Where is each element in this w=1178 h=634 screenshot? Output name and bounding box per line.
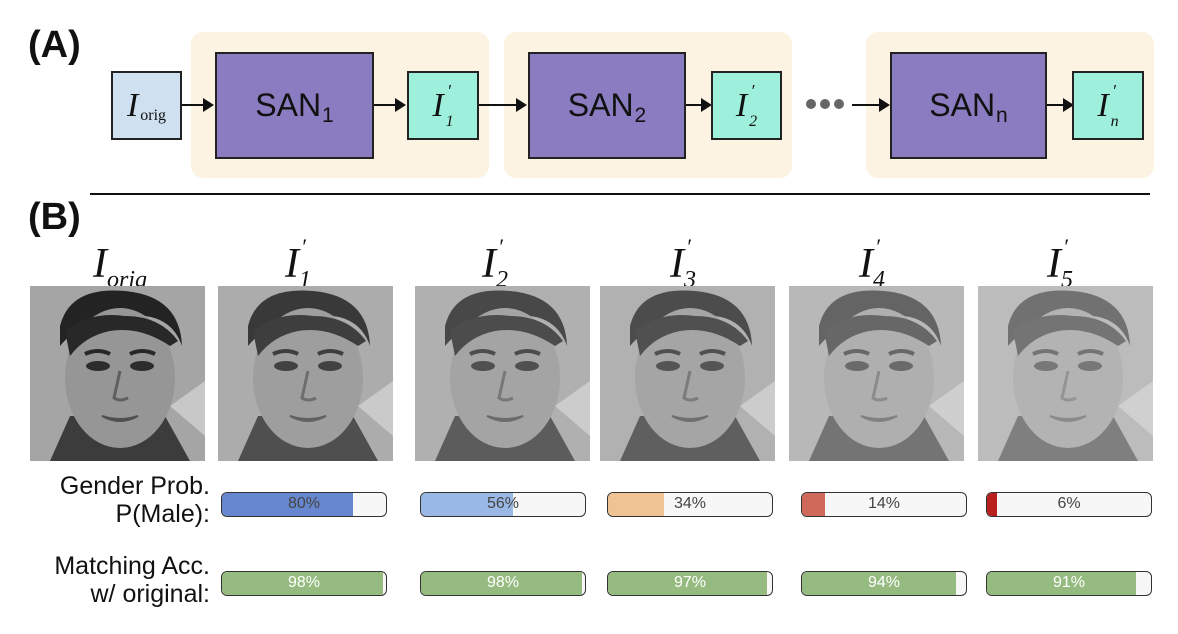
panel-b-label: (B) (28, 196, 81, 238)
matching-acc-bar-value-1: 98% (287, 574, 321, 591)
matching-acc-bar-1: 98% (221, 571, 387, 596)
col-head-3: I′3 (670, 234, 696, 293)
face-image-2 (415, 286, 590, 461)
matching-acc-bar-fill-4 (802, 572, 957, 595)
matching-acc-bar-4: 94% (801, 571, 967, 596)
input-symbol: I (126, 86, 139, 124)
matching-acc-bar-fill-1 (222, 572, 383, 595)
panel-divider (90, 193, 1150, 195)
output-2-box: I′ 2 (711, 71, 782, 140)
matching-acc-bar-fill-3 (608, 572, 768, 595)
output-n-prime: ′ (1113, 82, 1117, 100)
matching-acc-bar-value-5: 91% (1052, 574, 1086, 591)
gender-prob-bar-value-1: 80% (287, 495, 321, 512)
gender-prob-bar-fill-4 (802, 493, 825, 516)
gender-prob-bar-4: 14% (801, 492, 967, 517)
gender-prob-bar-value-2: 56% (486, 495, 520, 512)
san-2-subscript: 2 (634, 103, 647, 127)
output-2-subscript: 2 (749, 112, 758, 130)
face-image-orig (30, 286, 205, 461)
gender-prob-bar-fill-3 (608, 493, 664, 516)
output-1-subscript: 1 (445, 112, 454, 130)
col-head-4: I′4 (859, 234, 885, 293)
output-1-box: I′ 1 (407, 71, 479, 140)
arrow-san1-to-out1 (374, 98, 406, 112)
matching-acc-label: Matching Acc. w/ original: (54, 552, 210, 608)
matching-acc-bar-fill-2 (421, 572, 582, 595)
matching-acc-bar-5: 91% (986, 571, 1152, 596)
output-n-subscript: n (1110, 112, 1119, 130)
arrow-input-to-san1 (182, 98, 214, 112)
input-subscript: orig (140, 106, 167, 124)
col-head-2: I′2 (482, 234, 508, 293)
san-2-label: SAN (567, 87, 634, 123)
col-head-1: I′1 (285, 234, 311, 293)
output-1-symbol: I (432, 86, 444, 124)
matching-acc-bar-value-3: 97% (673, 574, 707, 591)
output-2-prime: ′ (751, 82, 755, 100)
arrow-sann-to-outn (1047, 98, 1074, 112)
gender-prob-bar-1: 80% (221, 492, 387, 517)
output-n-box: I′ n (1072, 71, 1144, 140)
matching-acc-bar-value-2: 98% (486, 574, 520, 591)
san-1-subscript: 1 (322, 103, 334, 127)
gender-prob-bar-5: 6% (986, 492, 1152, 517)
gender-prob-bar-3: 34% (607, 492, 773, 517)
output-n-symbol: I (1097, 86, 1109, 124)
ellipsis-dots (806, 99, 844, 109)
panel-a-label: (A) (28, 24, 81, 66)
gender-prob-bar-value-3: 34% (673, 495, 707, 512)
gender-prob-bar-fill-2 (421, 493, 513, 516)
arrow-ellipsis-to-sann (852, 98, 890, 112)
face-image-5 (978, 286, 1153, 461)
gender-prob-label: Gender Prob. P(Male): (59, 472, 210, 528)
matching-acc-bar-fill-5 (987, 572, 1137, 595)
gender-prob-bar-value-4: 14% (867, 495, 901, 512)
face-image-1 (218, 286, 393, 461)
matching-acc-bar-3: 97% (607, 571, 773, 596)
gender-prob-bar-2: 56% (420, 492, 586, 517)
col-head-orig: Iorig (92, 241, 147, 293)
gender-prob-bar-fill-1 (222, 493, 354, 516)
san-n-label: SAN (929, 87, 996, 123)
face-image-3 (600, 286, 775, 461)
gender-prob-bar-fill-5 (987, 493, 997, 516)
output-2-symbol: I (735, 86, 748, 124)
matching-acc-bar-value-4: 94% (867, 574, 901, 591)
san-n-subscript: n (996, 103, 1008, 127)
matching-acc-bar-2: 98% (420, 571, 586, 596)
col-head-5: I′5 (1047, 234, 1073, 293)
face-image-4 (789, 286, 964, 461)
output-1-prime: ′ (448, 82, 452, 100)
gender-prob-bar-value-5: 6% (1057, 495, 1081, 512)
arrow-san2-to-out2 (686, 98, 712, 112)
arrow-out1-to-san2 (479, 98, 527, 112)
san-1-label: SAN (255, 87, 322, 123)
